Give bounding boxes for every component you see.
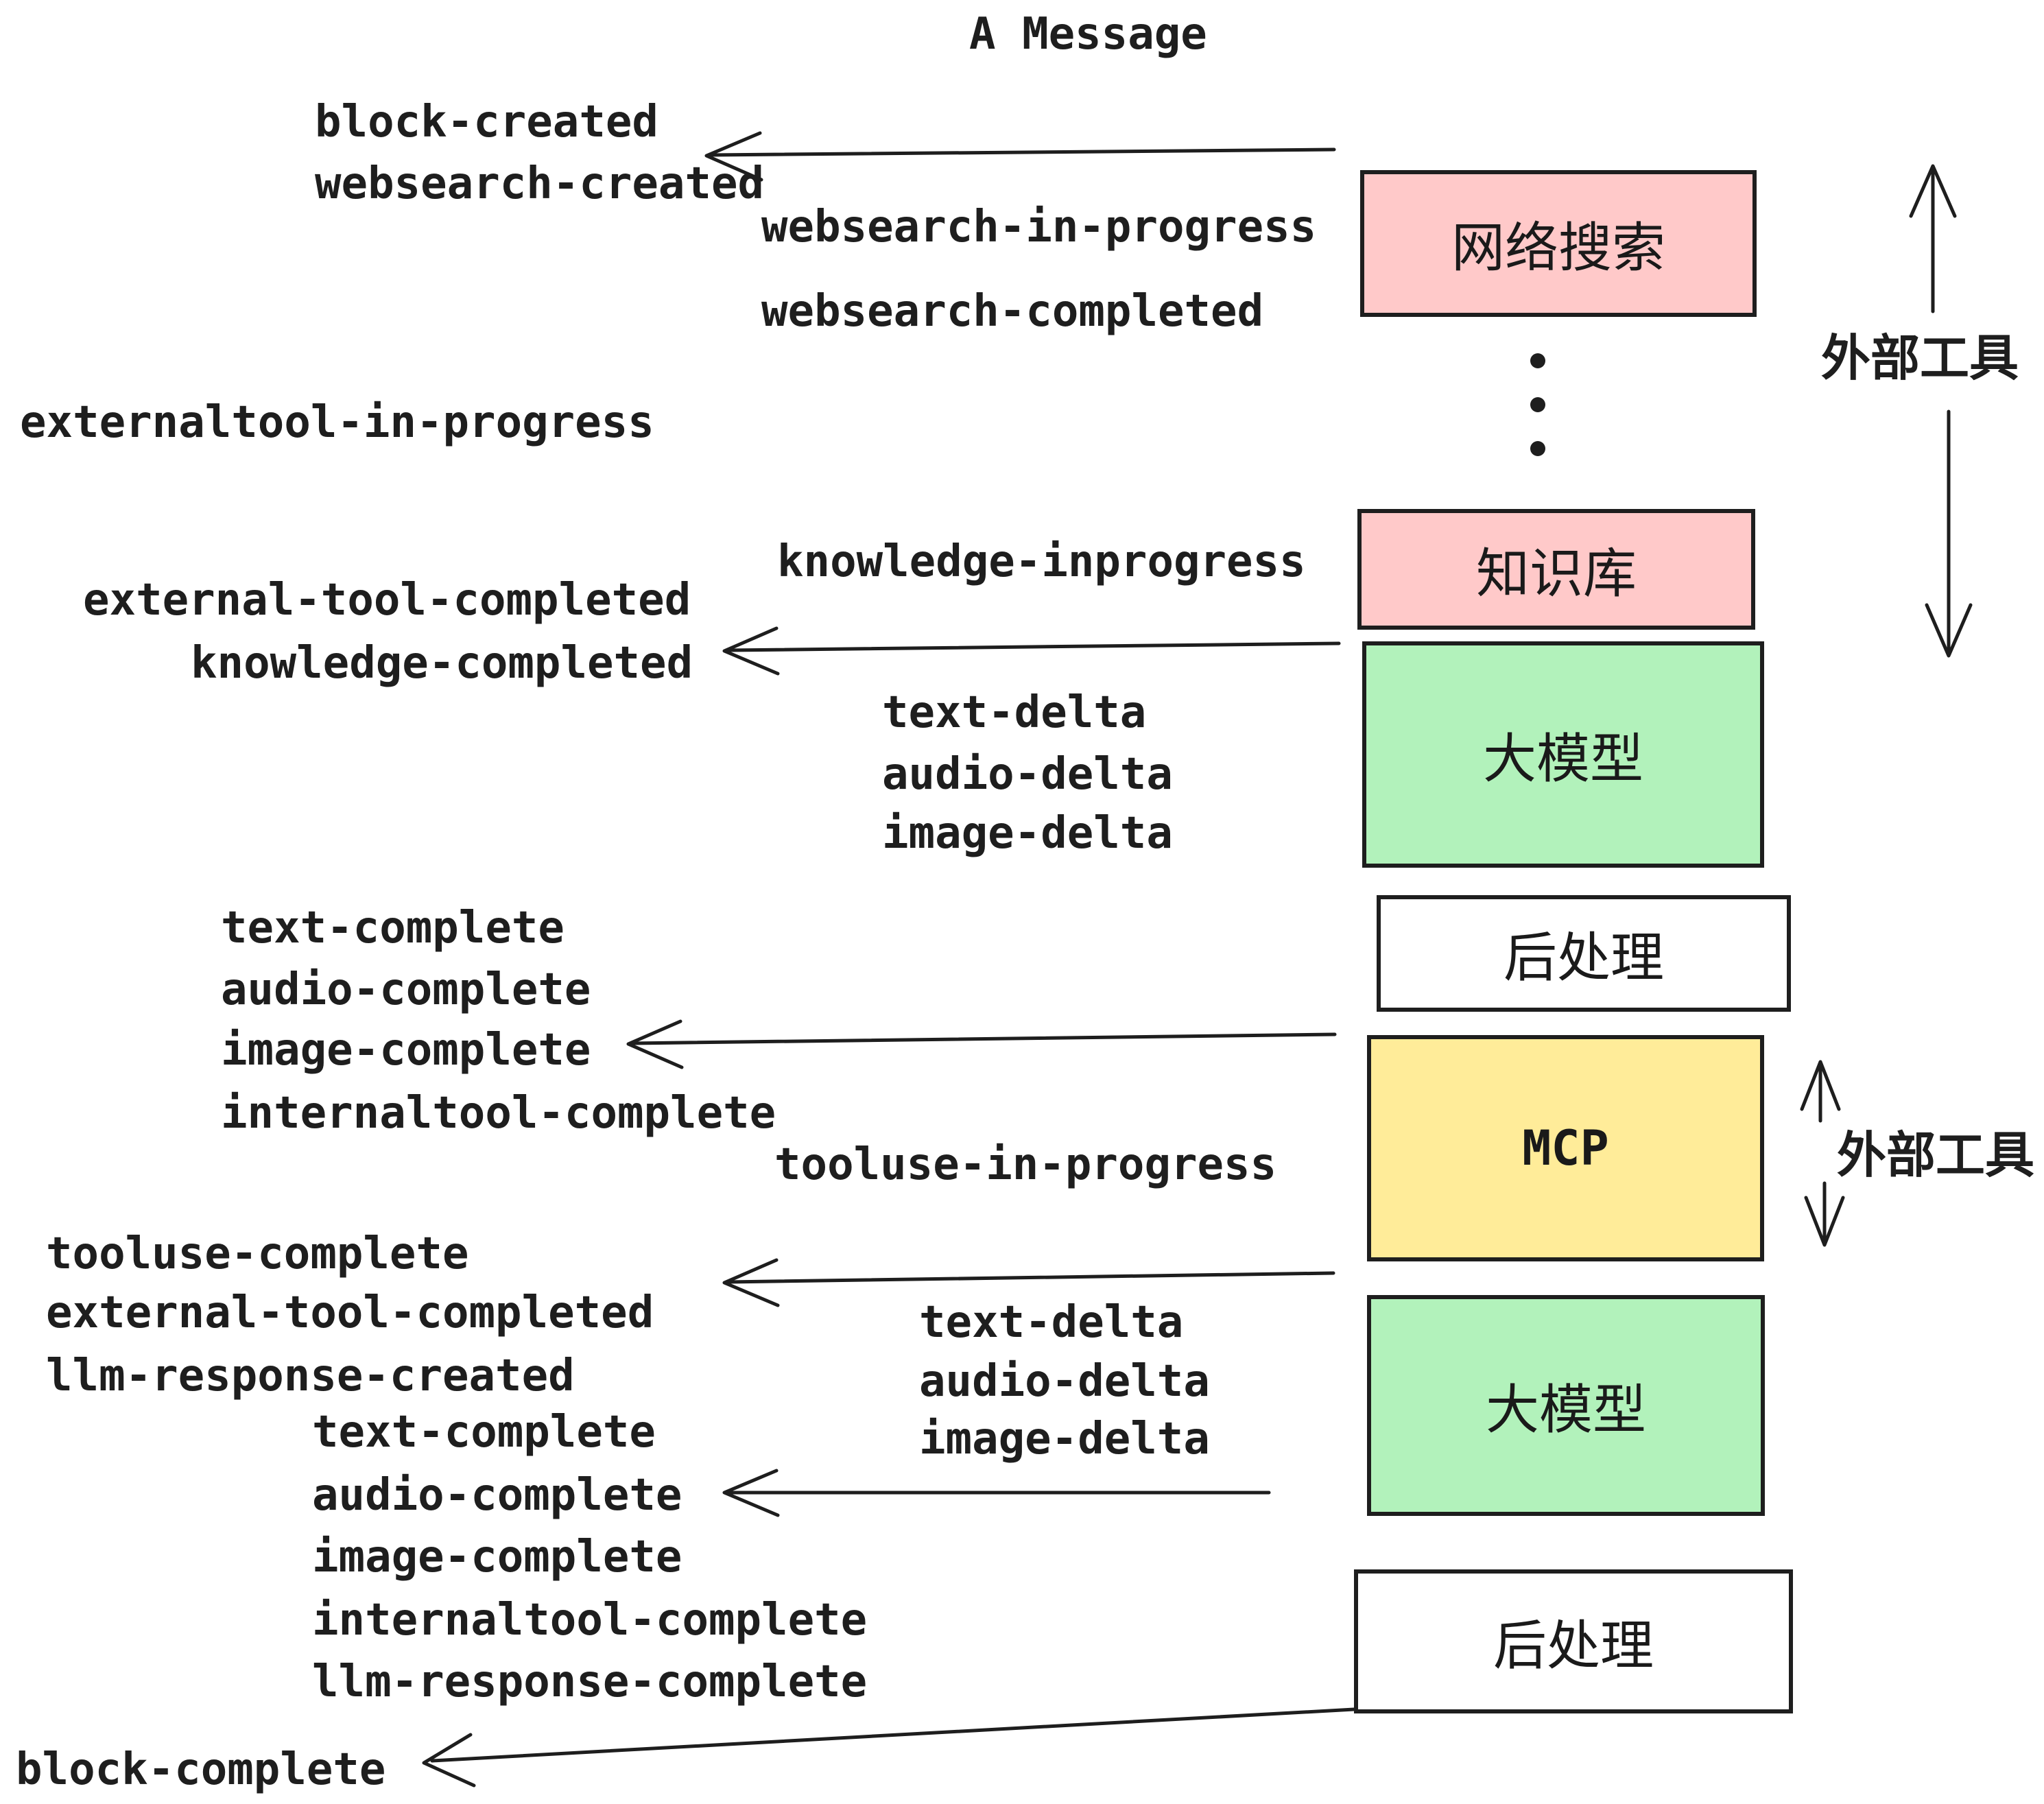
vertical-ellipsis xyxy=(1530,353,1545,456)
external-tools-down-arrow-2 xyxy=(1804,1181,1845,1247)
arrow-to-block-complete xyxy=(422,1707,1356,1788)
event-block-created: block-created xyxy=(315,97,658,147)
external-tools-up-arrow-2 xyxy=(1800,1060,1841,1123)
external-tools-up-arrow-1 xyxy=(1909,164,1957,313)
event-external-tool-completed-1: external-tool-completed xyxy=(83,575,691,626)
event-externaltool-in-progress: externaltool-in-progress xyxy=(20,397,654,448)
arrow-to-knowledge-completed xyxy=(722,626,1341,676)
event-websearch-in-progress: websearch-in-progress xyxy=(761,202,1317,252)
event-block-complete: block-complete xyxy=(16,1744,386,1795)
event-audio-delta-2: audio-delta xyxy=(919,1356,1210,1407)
event-tooluse-complete: tooluse-complete xyxy=(46,1229,469,1279)
event-llm-response-complete: llm-response-complete xyxy=(312,1657,868,1707)
event-image-delta-2: image-delta xyxy=(919,1414,1210,1464)
box-llm-2: 大模型 xyxy=(1367,1295,1765,1516)
box-postprocess-2-label: 后处理 xyxy=(1493,1615,1654,1677)
event-llm-response-created: llm-response-created xyxy=(46,1351,575,1401)
event-external-tool-completed-2: external-tool-completed xyxy=(46,1287,654,1338)
box-postprocess-1: 后处理 xyxy=(1377,895,1791,1012)
side-label-external-tools-2: 外部工具 xyxy=(1837,1126,2035,1184)
box-postprocess-1-label: 后处理 xyxy=(1503,927,1664,989)
event-image-complete-1: image-complete xyxy=(221,1025,591,1076)
event-text-delta-1: text-delta xyxy=(882,687,1147,738)
box-mcp-label: MCP xyxy=(1522,1120,1609,1176)
event-audio-complete-1: audio-complete xyxy=(221,964,591,1015)
external-tools-down-arrow-1 xyxy=(1925,410,1973,658)
box-postprocess-2: 后处理 xyxy=(1354,1569,1793,1713)
box-llm-2-label: 大模型 xyxy=(1485,1379,1646,1441)
side-label-external-tools-1: 外部工具 xyxy=(1821,329,2019,387)
box-llm-1: 大模型 xyxy=(1362,641,1764,868)
box-llm-1-label: 大模型 xyxy=(1482,728,1643,790)
box-websearch-label: 网络搜索 xyxy=(1451,217,1665,279)
event-websearch-created: websearch-created xyxy=(315,158,765,209)
diagram-title: A Message xyxy=(969,9,1207,60)
box-mcp: MCP xyxy=(1367,1035,1764,1261)
box-knowledge: 知识库 xyxy=(1357,509,1755,630)
event-internaltool-complete-2: internaltool-complete xyxy=(312,1595,868,1646)
event-image-delta-1: image-delta xyxy=(882,808,1173,859)
event-image-complete-2: image-complete xyxy=(312,1532,682,1582)
event-internaltool-complete-1: internaltool-complete xyxy=(221,1088,776,1139)
event-tooluse-in-progress: tooluse-in-progress xyxy=(774,1139,1277,1190)
event-text-delta-2: text-delta xyxy=(919,1297,1184,1348)
arrow-to-websearch-created xyxy=(704,131,1336,182)
arrow-to-audio-complete xyxy=(722,1469,1271,1517)
event-knowledge-inprogress: knowledge-inprogress xyxy=(777,536,1306,587)
event-websearch-completed: websearch-completed xyxy=(761,286,1264,337)
box-knowledge-label: 知识库 xyxy=(1475,543,1637,605)
box-websearch: 网络搜索 xyxy=(1360,170,1757,317)
event-knowledge-completed: knowledge-completed xyxy=(191,638,693,689)
event-audio-complete-2: audio-complete xyxy=(312,1470,682,1521)
event-text-complete-1: text-complete xyxy=(221,903,565,953)
event-audio-delta-1: audio-delta xyxy=(882,749,1173,800)
arrow-to-image-complete xyxy=(626,1019,1337,1069)
event-text-complete-2: text-complete xyxy=(312,1407,656,1458)
